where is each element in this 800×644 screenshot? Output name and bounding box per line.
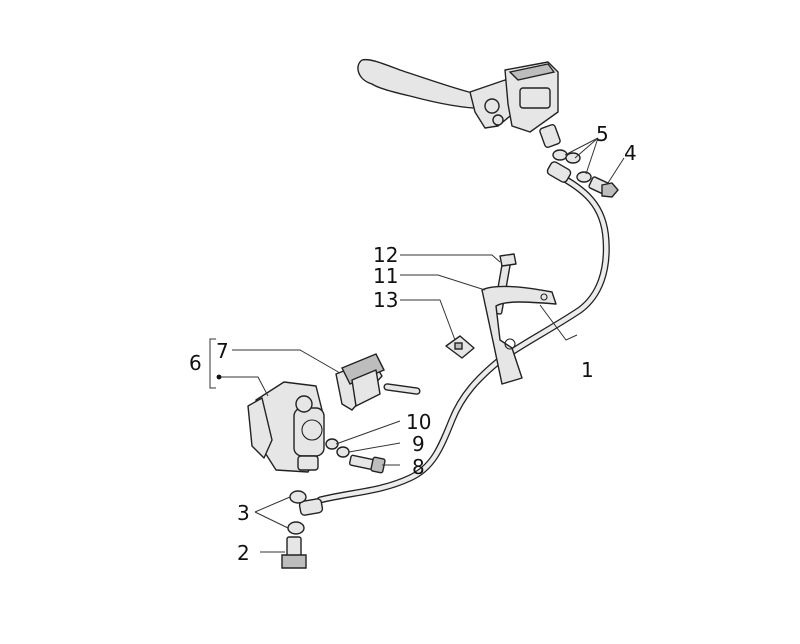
callout-5: 5 — [596, 122, 609, 146]
banjo-bolt-top — [588, 176, 619, 198]
callout-4: 4 — [624, 141, 637, 165]
washers-bottom — [287, 490, 307, 535]
pad-pin — [383, 383, 421, 395]
brake-pads — [335, 353, 385, 411]
caliper-washers — [325, 438, 350, 458]
callout-2: 2 — [237, 541, 250, 565]
master-cylinder-lever — [357, 58, 561, 148]
brake-caliper — [247, 381, 325, 473]
callout-8: 8 — [412, 455, 425, 479]
bullet-dot — [216, 374, 222, 380]
brake-hose — [298, 161, 610, 516]
retaining-clip — [445, 335, 475, 359]
callout-3: 3 — [237, 501, 250, 525]
banjo-bolt-bottom — [281, 536, 307, 569]
callout-12: 12 — [373, 243, 398, 267]
callout-10: 10 — [406, 410, 431, 434]
callout-1: 1 — [581, 358, 594, 382]
hose-bracket — [481, 285, 557, 385]
callout-9: 9 — [412, 432, 425, 456]
leader-lines — [209, 137, 625, 553]
callout-labels: 1 2 3 4 5 6 7 8 9 10 11 12 13 — [189, 122, 637, 565]
washers-top — [552, 149, 592, 183]
caliper-bolt — [348, 454, 386, 474]
callout-13: 13 — [373, 288, 398, 312]
callout-6: 6 — [189, 351, 202, 375]
callout-11: 11 — [373, 264, 398, 288]
callout-7: 7 — [216, 339, 229, 363]
